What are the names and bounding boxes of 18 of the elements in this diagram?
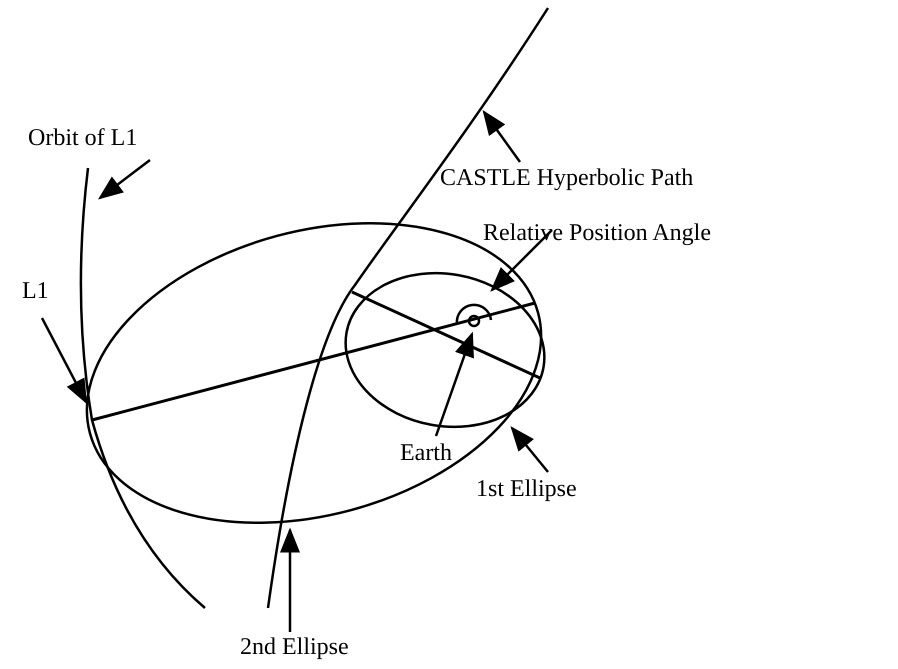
callout-label: L1 <box>22 278 49 304</box>
callout-label: Orbit of L1 <box>28 125 138 152</box>
first-ellipse <box>344 272 546 428</box>
leader-arrow <box>98 159 151 200</box>
leader-arrow <box>280 528 300 632</box>
leader-arrow <box>40 317 88 404</box>
leader-arrow <box>434 332 474 436</box>
leader-arrow <box>482 110 522 163</box>
callout-label: Earth <box>400 440 452 466</box>
leader-arrow <box>510 426 549 473</box>
angle-arc <box>456 304 492 324</box>
earth-circle <box>468 314 480 328</box>
callout-label: Relative Position Angle <box>483 220 711 246</box>
callout-label: 2nd Ellipse <box>240 634 349 660</box>
callout-label: CASTLE Hyperbolic Path <box>440 165 694 192</box>
callout-label: 1st Ellipse <box>476 476 577 502</box>
leader-arrow <box>490 229 553 292</box>
orbit-curve <box>80 168 206 609</box>
